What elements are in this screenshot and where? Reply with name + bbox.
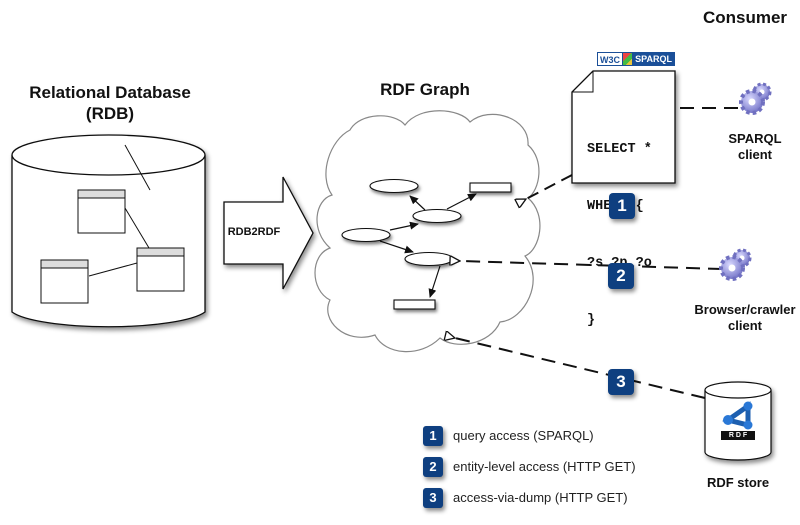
connector-query-1: [526, 174, 573, 199]
database-tables: [40, 144, 185, 304]
graph-literal-1: [469, 182, 512, 193]
legend-text: query access (SPARQL): [453, 428, 594, 443]
table-1: [77, 189, 126, 234]
legend: 1 query access (SPARQL) 2 entity-level a…: [423, 426, 636, 508]
rdb-title-line1: Relational Database: [29, 83, 191, 102]
badge-1: 1: [609, 193, 635, 219]
connector-dump-3: [455, 338, 706, 399]
client-name: Browser/crawler: [694, 302, 796, 317]
legend-badge: 3: [423, 488, 443, 508]
client-name: client: [728, 318, 762, 333]
badge-2: 2: [608, 263, 634, 289]
legend-text: access-via-dump (HTTP GET): [453, 490, 628, 505]
rdb2rdf-label: RDB2RDF: [227, 226, 281, 238]
w3c-cube-icon: [623, 52, 633, 66]
client-name: SPARQL: [728, 131, 782, 146]
gears-icon-browser: [719, 248, 752, 281]
rdf-logo-icon: [721, 401, 755, 440]
w3c-logo-text: W3C: [597, 52, 623, 66]
sparql-line: SELECT *: [587, 142, 652, 157]
sparql-query-code: SELECT * WHERE { ?s ?p ?o }: [587, 102, 652, 349]
rdf-store-label: RDF store: [706, 475, 770, 490]
table-3: [40, 259, 89, 304]
gears-icon-sparql: [739, 82, 772, 115]
rdb-title: Relational Database (RDB): [0, 82, 220, 124]
legend-badge: 1: [423, 426, 443, 446]
sparql-document: [571, 70, 676, 184]
sparql-client-label: SPARQL client: [715, 131, 795, 163]
rdf-logo-text: R D F: [728, 432, 748, 439]
graph-node-3: [341, 227, 391, 243]
legend-item: 1 query access (SPARQL): [423, 426, 636, 446]
legend-item: 2 entity-level access (HTTP GET): [423, 457, 636, 477]
sparql-logo-text: SPARQL: [632, 52, 675, 66]
legend-item: 3 access-via-dump (HTTP GET): [423, 488, 636, 508]
table-2: [136, 247, 185, 292]
rdf-graph-title: RDF Graph: [380, 80, 470, 99]
graph-node-1: [369, 178, 419, 194]
badge-3: 3: [608, 369, 634, 395]
consumer-title: Consumer: [702, 8, 788, 27]
w3c-sparql-logo: W3C SPARQL: [597, 52, 675, 66]
graph-node-4: [404, 251, 454, 267]
graph-node-2: [412, 208, 462, 224]
legend-badge: 2: [423, 457, 443, 477]
rdf-graph-cloud: [314, 110, 541, 353]
graph-literal-2: [393, 299, 436, 310]
rdb-title-line2: (RDB): [85, 104, 135, 123]
rdb2rdf-arrow: [223, 176, 314, 290]
legend-text: entity-level access (HTTP GET): [453, 459, 636, 474]
browser-client-label: Browser/crawler client: [690, 302, 800, 334]
sparql-line: }: [587, 313, 596, 328]
client-name: client: [738, 147, 772, 162]
